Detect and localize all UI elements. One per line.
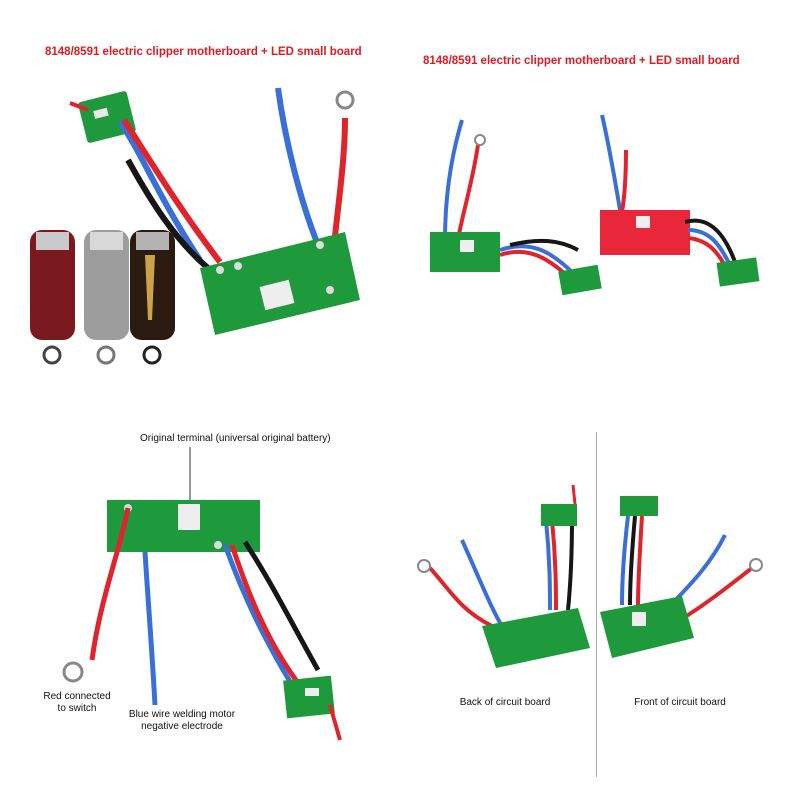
- clipper-board-photo: [30, 87, 360, 365]
- photo-panel-top-right: 8148/8591 electric clipper motherboard +…: [400, 0, 800, 400]
- back-of-board-label: Back of circuit board: [459, 697, 551, 708]
- back-led-board: [541, 504, 577, 526]
- photo-panel-bottom-left: Original terminal (universal original ba…: [0, 400, 400, 800]
- red-set-led-board: [716, 257, 760, 287]
- ring-terminal-icon: [62, 661, 84, 683]
- board-front: [600, 596, 694, 658]
- original-terminal: [178, 504, 200, 530]
- front-of-board-label: Front of circuit board: [634, 697, 726, 708]
- front-led-board: [620, 496, 658, 516]
- back-and-front-board-photo: [417, 484, 763, 668]
- photo-panel-top-left: 8148/8591 electric clipper motherboard +…: [0, 0, 400, 400]
- clipper-product-images: [30, 230, 175, 365]
- blue-wire-label: Blue wire welding motor negative electro…: [128, 709, 236, 732]
- panel-title: 8148/8591 electric clipper motherboard +…: [45, 46, 362, 58]
- red-wire-label: Red connected to switch: [43, 691, 111, 714]
- motherboard: [200, 232, 360, 335]
- green-led-board: [558, 264, 602, 296]
- panel-title: 8148/8591 electric clipper motherboard +…: [423, 55, 740, 67]
- green-and-red-board-photo: [430, 114, 760, 296]
- ring-terminal-icon: [335, 90, 355, 110]
- photo-panel-bottom-right: Back of circuit board Front of circuit b…: [400, 400, 800, 800]
- board-back: [482, 608, 590, 668]
- led-small-board: [78, 91, 136, 143]
- panel-divider: [596, 432, 597, 777]
- terminal-label: Original terminal (universal original ba…: [140, 433, 331, 444]
- annotated-board-photo: [62, 447, 342, 741]
- led-small-board: [283, 675, 335, 719]
